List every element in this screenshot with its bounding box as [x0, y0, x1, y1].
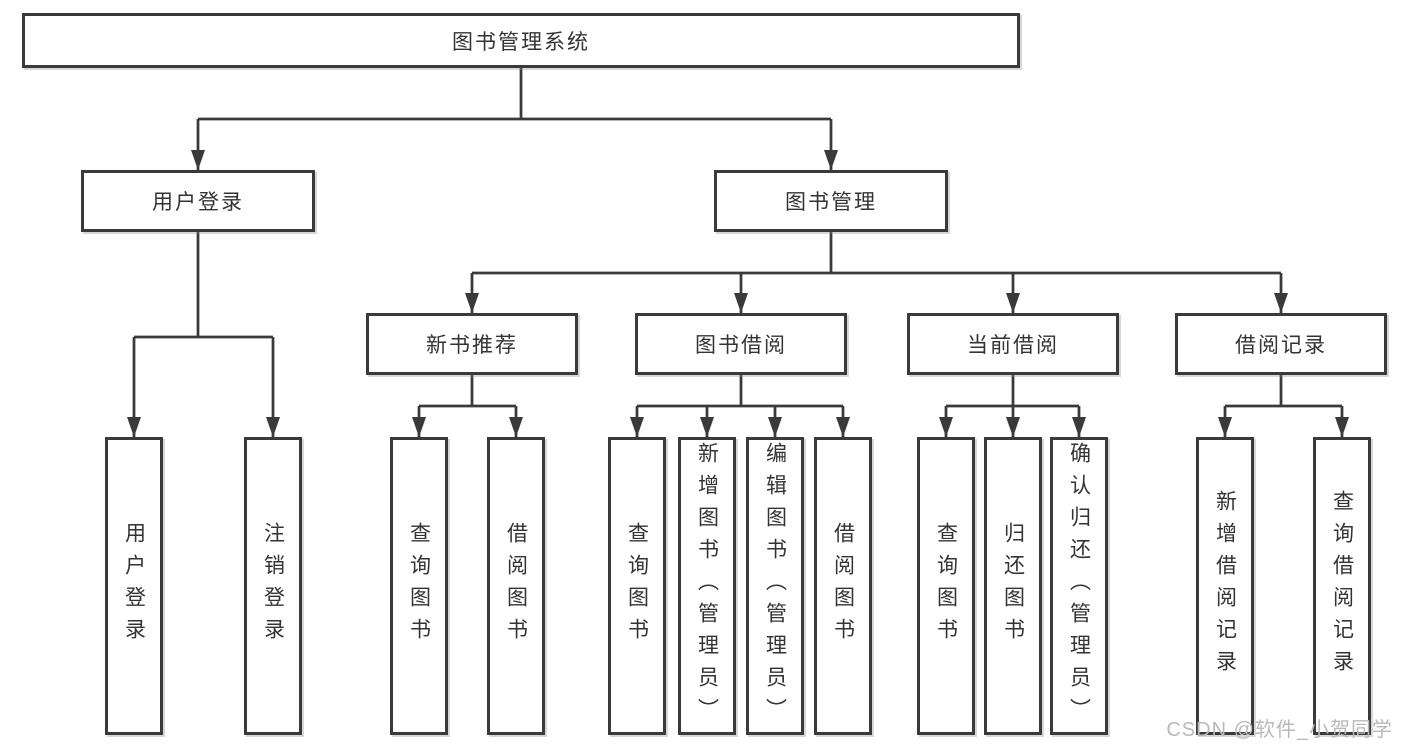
- leaf-user-login: 用户登录: [105, 437, 163, 735]
- node-label: 查询图书: [934, 522, 958, 650]
- node-new-book-recommend: 新书推荐: [366, 313, 578, 375]
- leaf-borrow-books-recommend: 借阅图书: [487, 437, 545, 735]
- node-label: 当前借阅: [967, 334, 1059, 357]
- node-label: 注销登录: [261, 522, 285, 650]
- leaf-return-books: 归还图书: [984, 437, 1042, 735]
- leaf-logout: 注销登录: [244, 437, 302, 735]
- node-borrow-records: 借阅记录: [1175, 313, 1387, 375]
- leaf-query-books-current: 查询图书: [917, 437, 975, 735]
- node-label: 编辑图书（管理员）: [763, 442, 787, 730]
- leaf-edit-books-admin: 编辑图书（管理员）: [746, 437, 804, 735]
- leaf-add-borrow-record: 新增借阅记录: [1196, 437, 1254, 735]
- node-label: 图书管理: [785, 191, 877, 214]
- csdn-watermark: CSDN @软件_小贺同学: [1166, 719, 1393, 741]
- node-book-borrow: 图书借阅: [635, 313, 847, 375]
- node-label: 新书推荐: [426, 334, 518, 357]
- node-label: 查询借阅记录: [1330, 490, 1354, 682]
- leaf-query-books-borrow: 查询图书: [608, 437, 666, 735]
- leaf-query-books-recommend: 查询图书: [390, 437, 448, 735]
- node-label: 查询图书: [625, 522, 649, 650]
- node-root-library-system: 图书管理系统: [22, 13, 1020, 68]
- node-label: 用户登录: [152, 191, 244, 214]
- node-label: 确认归还（管理员）: [1067, 442, 1091, 730]
- leaf-confirm-return-admin: 确认归还（管理员）: [1050, 437, 1108, 735]
- node-label: 查询图书: [407, 522, 431, 650]
- node-label: 图书借阅: [695, 334, 787, 357]
- node-label: 新增图书（管理员）: [695, 442, 719, 730]
- node-book-management: 图书管理: [714, 170, 948, 232]
- leaf-add-books-admin: 新增图书（管理员）: [678, 437, 736, 735]
- node-label: 新增借阅记录: [1213, 490, 1237, 682]
- node-label: 图书管理系统: [452, 30, 590, 54]
- node-label: 借阅图书: [831, 522, 855, 650]
- leaf-query-borrow-record: 查询借阅记录: [1313, 437, 1371, 735]
- node-label: 借阅图书: [504, 522, 528, 650]
- leaf-borrow-books: 借阅图书: [814, 437, 872, 735]
- node-user-login: 用户登录: [81, 170, 315, 232]
- node-label: 用户登录: [122, 522, 146, 650]
- node-label: 借阅记录: [1235, 334, 1327, 357]
- node-label: 归还图书: [1001, 522, 1025, 650]
- node-current-borrow: 当前借阅: [907, 313, 1119, 375]
